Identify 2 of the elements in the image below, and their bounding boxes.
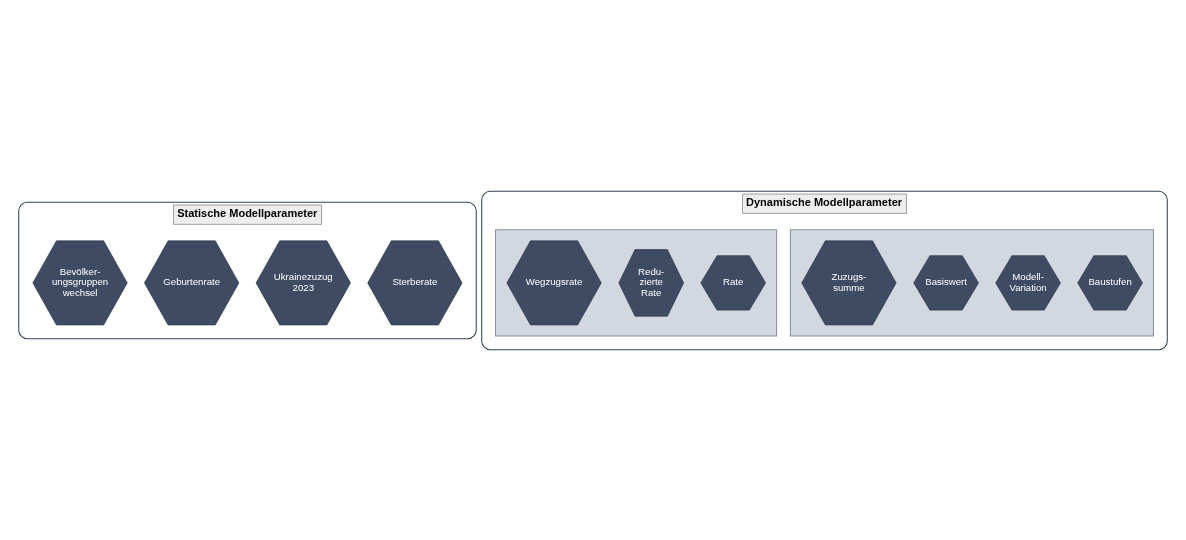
cluster bbox=[495, 228, 778, 336]
cluster bbox=[789, 228, 1154, 336]
